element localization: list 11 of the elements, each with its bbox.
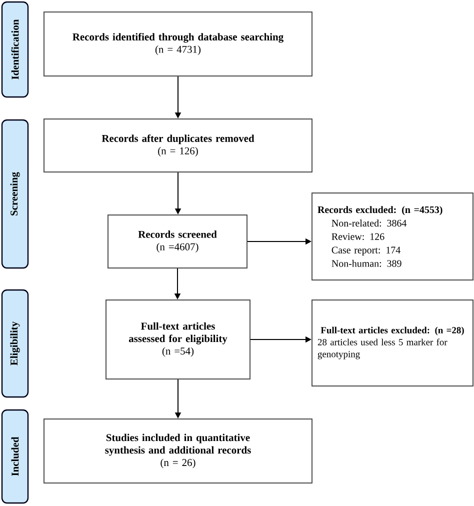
stage-label: Identification	[1, 1, 29, 98]
process-box: Studies included in quantitative synthesis and additional records (n = 26)	[44, 418, 312, 484]
process-box: Records identified through database searching (n = 4731)	[44, 12, 312, 76]
stage-label: Included	[1, 409, 29, 504]
process-box: Full-text articles assessed for eligibility (n =54)	[106, 300, 250, 380]
exclusion-box: Records excluded: (n =4553) Non-related: 3864 Review: 126 Case report: 174 Non-human: 389	[312, 192, 474, 280]
stage-label: Eligibility	[1, 289, 29, 398]
stage-label: Screening	[1, 119, 29, 269]
exclusion-box: Full-text articles excluded: (n =28) 28 articles used less 5 marker for genotyping	[312, 300, 474, 386]
process-box: Records screened (n =4607)	[108, 214, 248, 268]
process-box: Records after duplicates removed (n = 126)	[44, 118, 312, 172]
